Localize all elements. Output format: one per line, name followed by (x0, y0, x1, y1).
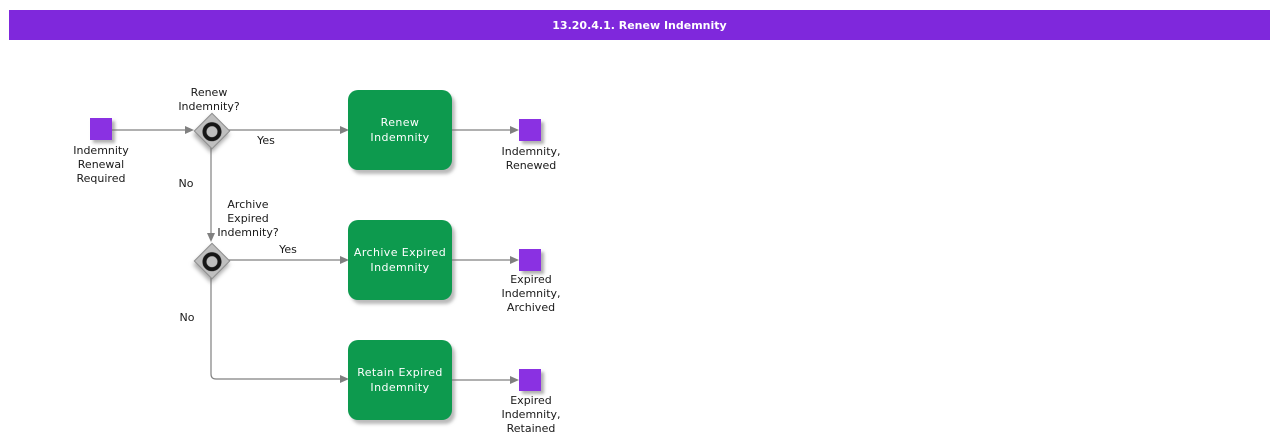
edge-label-archive-no: No (179, 311, 195, 324)
start-event-indemnity-renewal-required (90, 118, 112, 140)
diagram-title-bar: 13.20.4.1. Renew Indemnity (9, 10, 1270, 40)
gateway-renew-indemnity (193, 112, 231, 150)
end-event-indemnity-renewed (519, 119, 541, 141)
arrowhead-icon (207, 233, 215, 242)
edge-label-archive-yes: Yes (279, 243, 297, 256)
task-archive-label: Archive Expired Indemnity (353, 246, 447, 274)
diagram-title: 13.20.4.1. Renew Indemnity (552, 18, 727, 32)
task-renew-label: Renew Indemnity (370, 116, 430, 144)
gateway-archive-expired-indemnity (193, 242, 231, 280)
arrowhead-icon (510, 376, 519, 384)
start-event-label: Indemnity Renewal Required (73, 144, 129, 185)
end-event-retained-label: Expired Indemnity, Retained (501, 394, 561, 435)
task-retain-label: Retain Expired Indemnity (357, 366, 443, 394)
gateway-renew-label: Renew Indemnity? (178, 86, 240, 113)
edge-gateway-archive-no (210, 277, 340, 380)
task-archive-expired-indemnity: Archive Expired Indemnity (348, 220, 452, 300)
end-event-expired-indemnity-archived (519, 249, 541, 271)
edge-label-renew-no: No (178, 177, 194, 190)
arrowhead-icon (510, 126, 519, 134)
end-event-renewed-label: Indemnity, Renewed (501, 145, 561, 172)
gateway-archive-label: Archive Expired Indemnity? (217, 198, 279, 239)
edge-label-renew-yes: Yes (257, 134, 275, 147)
gateway-ring-icon (198, 247, 226, 275)
task-retain-expired-indemnity: Retain Expired Indemnity (348, 340, 452, 420)
gateway-ring-icon (198, 117, 226, 145)
task-renew-indemnity: Renew Indemnity (348, 90, 452, 170)
end-event-expired-indemnity-retained (519, 369, 541, 391)
arrowhead-icon (510, 256, 519, 264)
end-event-archived-label: Expired Indemnity, Archived (501, 273, 561, 314)
